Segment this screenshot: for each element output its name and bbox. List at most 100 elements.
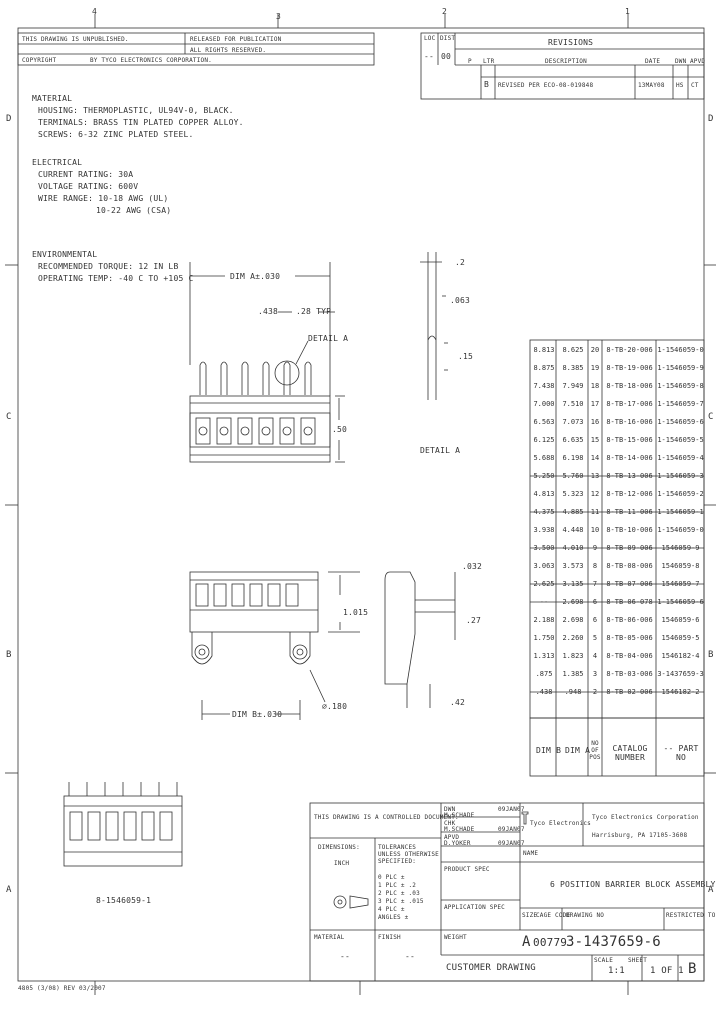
part-cell-n: 17	[590, 400, 600, 408]
col-dim-b: DIM B	[536, 746, 562, 755]
part-cell-a: 7.949	[562, 382, 584, 390]
part-cell-cat: 8-TB-18-006	[606, 382, 653, 390]
iso-part-label: 8-1546059-1	[96, 896, 152, 905]
part-cell-cat: 8-TB-05-006	[606, 634, 653, 642]
part-cell-cat: 8-TB-17-006	[606, 400, 653, 408]
part-cell-a: 1.385	[562, 670, 584, 678]
dwn-date: 09JAN07	[498, 806, 525, 813]
zone-4: 4	[92, 7, 98, 16]
finish-label: FINISH	[378, 934, 401, 941]
part-cell-a: 7.073	[562, 418, 584, 426]
part-cell-n: 2	[592, 688, 598, 696]
part-cell-n: 19	[590, 364, 600, 372]
scale-value: 1:1	[608, 966, 625, 976]
material-value: --	[340, 952, 351, 961]
tol-1: 1 PLC ± .2	[378, 882, 417, 889]
zone-c-right: C	[708, 412, 714, 422]
tolerances-label: TOLERANCES UNLESS OTHERWISE SPECIFIED:	[378, 844, 439, 865]
part-cell-pn: 1-1546059-0	[657, 526, 704, 534]
rev-col-description: DESCRIPTION	[545, 58, 587, 65]
dim-42: .42	[450, 698, 466, 707]
part-cell-pn: 1546059-5	[661, 634, 700, 642]
sheet-label: SHEET	[628, 957, 648, 964]
part-cell-a: 2.698	[562, 598, 584, 606]
loc-label: LOC	[424, 35, 436, 42]
dim-063: .063	[450, 296, 471, 305]
company-address: Harrisburg, PA 17105-3608	[592, 832, 688, 839]
part-cell-b: 5.250	[533, 472, 555, 480]
zone-d-left: D	[6, 114, 12, 124]
part-cell-n: 4	[592, 652, 598, 660]
part-cell-n: 9	[592, 544, 598, 552]
dim-pitch-left: .438	[258, 307, 279, 316]
col-dim-a: DIM A	[565, 746, 591, 755]
part-cell-b: 8.875	[533, 364, 555, 372]
part-cell-cat: 8-TB-08-006	[606, 562, 653, 570]
cage-code-label: CAGE CODE	[536, 912, 571, 919]
part-cell-b: --	[539, 598, 549, 606]
part-cell-b: .438	[535, 688, 553, 696]
tol-3: 3 PLC ± .015	[378, 898, 424, 905]
part-cell-n: 3	[592, 670, 598, 678]
tyco-brand: Tyco Electronics	[530, 820, 591, 827]
part-cell-pn: 1-1546059-8	[657, 382, 704, 390]
part-cell-cat: 8-TB-09-006	[606, 544, 653, 552]
rev-col-p: P	[468, 58, 472, 65]
part-cell-a: 4.448	[562, 526, 584, 534]
part-cell-n: 12	[590, 490, 600, 498]
tol-angles: ANGLES ±	[378, 914, 409, 921]
part-cell-pn: 1-1546059-5	[657, 436, 704, 444]
part-cell-b: 3.938	[533, 526, 555, 534]
company-name: Tyco Electronics Corporation	[592, 814, 699, 821]
part-cell-b: 7.000	[533, 400, 555, 408]
part-cell-cat: 8-TB-15-006	[606, 436, 653, 444]
part-cell-cat: 8-TB-13-006	[606, 472, 653, 480]
part-cell-a: .948	[564, 688, 582, 696]
part-cell-a: 2.260	[562, 634, 584, 642]
part-cell-n: 13	[590, 472, 600, 480]
dim-180: ⌀.180	[322, 702, 348, 711]
part-cell-a: 3.573	[562, 562, 584, 570]
part-cell-pn: 1-1546059-3	[657, 472, 704, 480]
zone-3: 3	[276, 12, 282, 21]
part-cell-n: 5	[592, 634, 598, 642]
restricted-label: RESTRICTED TO	[666, 912, 716, 919]
part-cell-cat: 8-TB-16-006	[606, 418, 653, 426]
rev-col-ltr: LTR	[483, 58, 495, 65]
note-environmental: ENVIRONMENTAL	[32, 250, 98, 259]
note-torque: RECOMMENDED TORQUE: 12 IN LB	[38, 262, 179, 271]
name-label: NAME	[523, 850, 539, 857]
note-voltage: VOLTAGE RATING: 600V	[38, 182, 139, 191]
zone-2: 2	[442, 7, 448, 16]
part-cell-n: 6	[592, 598, 598, 606]
col-no-of-pos: NO OF POS	[589, 740, 601, 761]
dwn-name: M.SCHADE	[444, 812, 475, 819]
part-cell-n: 11	[590, 508, 600, 516]
note-wire-ul: WIRE RANGE: 10-18 AWG (UL)	[38, 194, 169, 203]
part-cell-cat: 8-TB-06-078	[606, 598, 653, 606]
appvd-name: D.YOKER	[444, 840, 471, 847]
dwn-label: DWN	[444, 806, 456, 813]
appvd-label: APVD	[444, 834, 460, 841]
part-cell-a: 5.323	[562, 490, 584, 498]
part-cell-cat: 8-TB-04-006	[606, 652, 653, 660]
part-cell-pn: 1-1546059-9	[657, 364, 704, 372]
part-cell-a: 6.635	[562, 436, 584, 444]
rev-apvd: CT	[691, 82, 699, 89]
part-cell-b: 6.563	[533, 418, 555, 426]
rev-date: 13MAY08	[638, 82, 665, 89]
part-cell-b: 4.813	[533, 490, 555, 498]
zone-b-left: B	[6, 650, 12, 660]
part-cell-b: 6.125	[533, 436, 555, 444]
part-cell-b: 4.375	[533, 508, 555, 516]
part-cell-a: 7.510	[562, 400, 584, 408]
drawing-title: 6 POSITION BARRIER BLOCK ASSEMBLY	[550, 880, 716, 889]
part-cell-a: 6.198	[562, 454, 584, 462]
part-cell-pn: 3-1437659-3	[657, 670, 704, 678]
part-cell-cat: 8-TB-06-006	[606, 616, 653, 624]
header-released: RELEASED FOR PUBLICATION	[190, 36, 282, 43]
weight-label: WEIGHT	[444, 934, 467, 941]
header-by: BY TYCO ELECTRONICS CORPORATION.	[90, 57, 212, 64]
part-cell-b: .875	[535, 670, 553, 678]
part-cell-a: 8.385	[562, 364, 584, 372]
